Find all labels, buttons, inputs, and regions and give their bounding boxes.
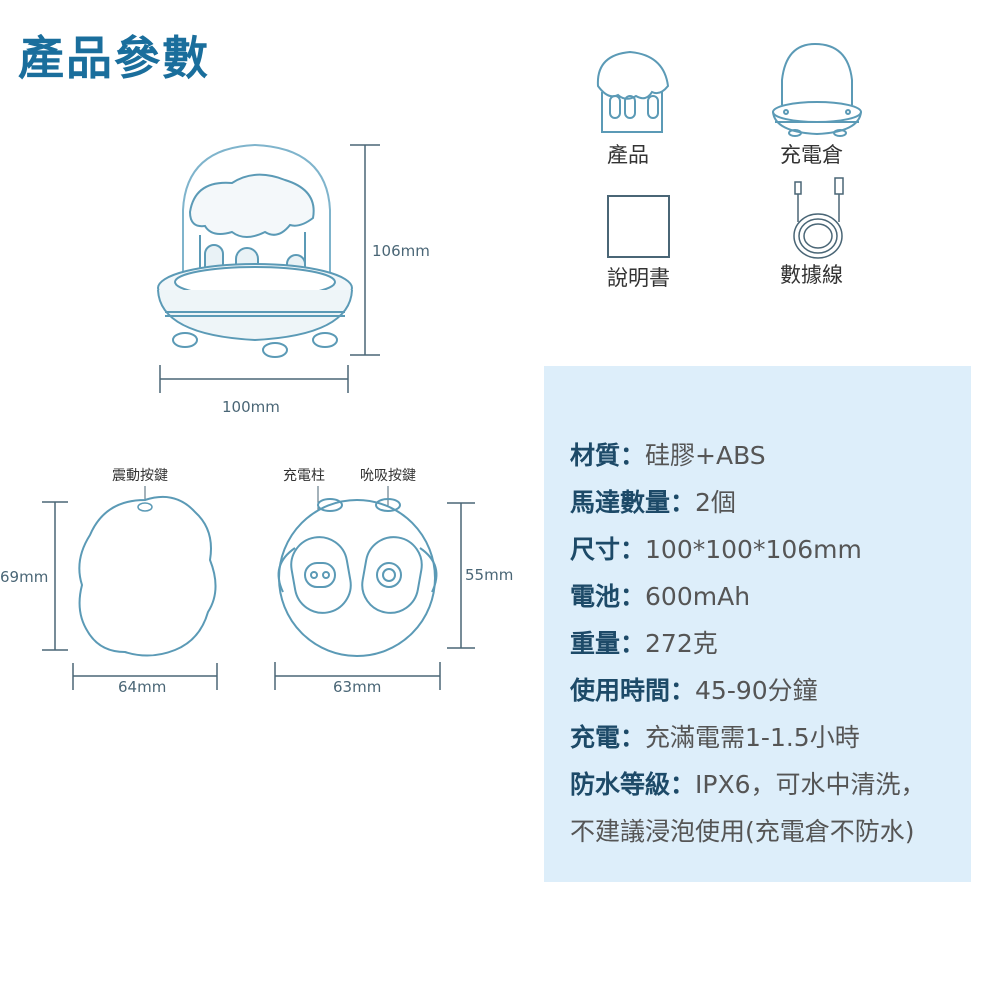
page-title: 產品參數 [18,31,210,85]
vibration-button-icon [137,502,153,512]
spec-row-battery: 電池：600mAh [570,582,751,611]
manual-icon [607,195,670,258]
vibration-button-callout: 震動按鍵 [112,468,168,484]
spec-row-charging: 充電：充滿電需1-1.5小時 [570,723,860,752]
spec-row-usage-time: 使用時間：45-90分鐘 [570,676,818,705]
product-main-illustration [157,143,353,358]
height-left-label: 69mm [0,568,48,586]
width-right-label: 63mm [333,678,381,696]
charging-case-icon [772,42,862,137]
spec-panel: 材質：硅膠+ABS 馬達數量：2個 尺寸：100*100*106mm 電池：60… [544,366,971,882]
width-main-label: 100mm [222,398,280,416]
height-right-label: 55mm [465,566,513,584]
spec-row-weight: 重量：272克 [570,629,718,658]
product-top-view [78,496,217,657]
spec-row-waterproof-note: 不建議浸泡使用(充電倉不防水) [570,817,915,846]
product-bottom-view [277,498,438,657]
usb-cable-icon [793,177,844,259]
product-icon [596,50,670,133]
package-item-label-manual: 說明書 [607,266,670,290]
spec-row-size: 尺寸：100*100*106mm [570,535,862,564]
dimension-lines-left [42,501,218,690]
package-item-label-charging-case: 充電倉 [780,143,843,167]
suction-button-callout: 吮吸按鍵 [360,468,416,484]
dimension-lines-middle [274,502,475,690]
spec-row-motors: 馬達數量：2個 [570,488,736,517]
width-left-label: 64mm [118,678,166,696]
dimension-lines-main [159,144,380,393]
height-main-label: 106mm [372,242,430,260]
spec-row-material: 材質：硅膠+ABS [570,441,766,470]
package-item-label-usb-cable: 數據線 [780,263,843,287]
charging-pin-callout: 充電柱 [283,468,325,484]
spec-row-waterproof: 防水等級：IPX6，可水中清洗， [570,770,926,799]
package-item-label-product: 產品 [607,143,649,167]
